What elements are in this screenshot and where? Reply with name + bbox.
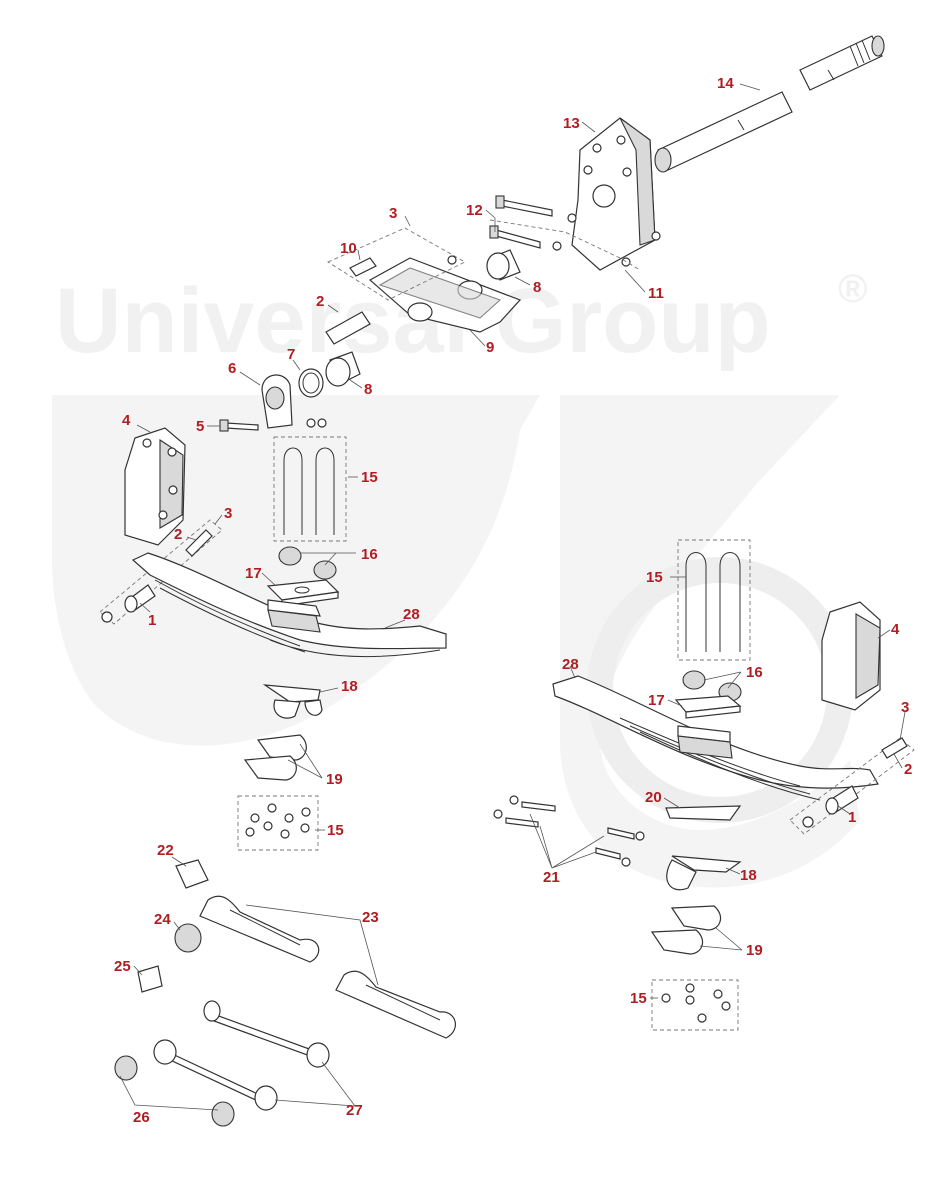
callout-3: 3 [224,505,232,522]
part-24-bushing [174,923,202,953]
part-8-bushing-lower [325,351,361,387]
group-15-outline-nuts-left [237,795,319,851]
group-15-outline-ubolts-right [677,539,751,661]
group-11-outline [489,219,641,271]
part-26-bushings [114,1055,235,1127]
callout-16: 16 [361,546,378,563]
callout-16: 16 [746,664,763,681]
part-15-ubolts-left [283,447,335,535]
callout-20: 20 [645,789,662,806]
part-14-cross-tube [654,35,885,173]
part-21-bolts [493,795,645,867]
callout-22: 22 [157,842,174,859]
part-1-pin-right [802,785,859,828]
callout-15: 15 [630,990,647,1007]
callout-28: 28 [403,606,420,623]
part-2-pin-top [325,311,371,345]
callout-3: 3 [389,205,397,222]
callout-25: 25 [114,958,131,975]
callout-5: 5 [196,418,204,435]
watermark-registered-mark: ® [838,267,867,311]
part-27-tie-rod-upper [203,1000,330,1068]
callout-8: 8 [364,381,372,398]
callout-1: 1 [848,809,856,826]
callout-19: 19 [746,942,763,959]
callout-6: 6 [228,360,236,377]
nut [317,418,327,428]
part-10-pin [349,255,457,277]
part-27-tie-rod-lower [153,1039,278,1111]
callout-3: 3 [901,699,909,716]
part-18-bracket-left [262,684,323,719]
callout-12: 12 [466,202,483,219]
part-23-arm-upper [199,895,320,963]
callout-1: 1 [148,612,156,629]
callout-27: 27 [346,1102,363,1119]
part-19-seats-left [243,734,307,781]
callout-18: 18 [341,678,358,695]
part-28-leaf-spring-left [131,552,447,658]
callout-24: 24 [154,911,171,928]
part-9-equalizer [368,257,522,333]
part-4-bracket-left [124,427,186,546]
part-13-hanger-bracket [571,117,656,271]
part-18-bracket-right [666,855,742,891]
part-16-bump-stops-right [682,670,742,702]
part-7-ring [298,368,324,398]
callout-2: 2 [904,761,912,778]
callout-17: 17 [648,692,665,709]
part-25-stud [137,965,163,993]
callout-4: 4 [891,621,900,638]
callout-15: 15 [646,569,663,586]
group-15-outline-nuts-right [651,979,739,1031]
leader-lines [119,83,906,1111]
part-23-arm-lower [335,970,456,1039]
callout-23: 23 [362,909,379,926]
callout-28: 28 [562,656,579,673]
group-15-outline-ubolts-left [273,436,347,542]
part-15-nuts-left [245,803,311,839]
callout-9: 9 [486,339,494,356]
part-12-bolts [489,195,661,267]
part-22-clip [175,859,209,889]
part-28-leaf-spring-right [552,675,879,801]
part-5-bolt [219,419,259,432]
part-2-pin-left [185,529,213,557]
part-1-pin-left [101,584,156,623]
part-17-plate-right [674,695,742,719]
part-2-pin-right [881,737,908,759]
callout-18: 18 [740,867,757,884]
callout-10: 10 [340,240,357,257]
callout-21: 21 [543,869,560,886]
callout-13: 13 [563,115,580,132]
nut [306,418,316,428]
part-20-shim [665,805,742,821]
callout-2: 2 [174,526,182,543]
callout-17: 17 [245,565,262,582]
callout-15: 15 [327,822,344,839]
group-3-outline-right [789,737,915,835]
callout-14: 14 [717,75,734,92]
callout-19: 19 [326,771,343,788]
callout-11: 11 [648,285,664,302]
part-8-bushing-upper [486,249,521,281]
part-15-ubolts-right [685,552,741,652]
callout-8: 8 [533,279,541,296]
part-6-clamp [261,374,293,429]
part-17-plate-left [266,579,340,607]
part-4-bracket-right [821,601,881,711]
part-19-seats-right [650,905,722,955]
part-15-nuts-right [661,983,731,1023]
callout-2: 2 [316,293,324,310]
callout-26: 26 [133,1109,150,1126]
callout-15: 15 [361,469,378,486]
callout-4: 4 [122,412,131,429]
callout-labels: 14 13 12 3 10 8 11 2 9 7 6 8 5 4 15 3 2 … [114,75,912,1126]
callout-7: 7 [287,346,295,363]
group-3-outline-top [327,227,466,301]
part-16-bump-stops-left [278,546,337,580]
